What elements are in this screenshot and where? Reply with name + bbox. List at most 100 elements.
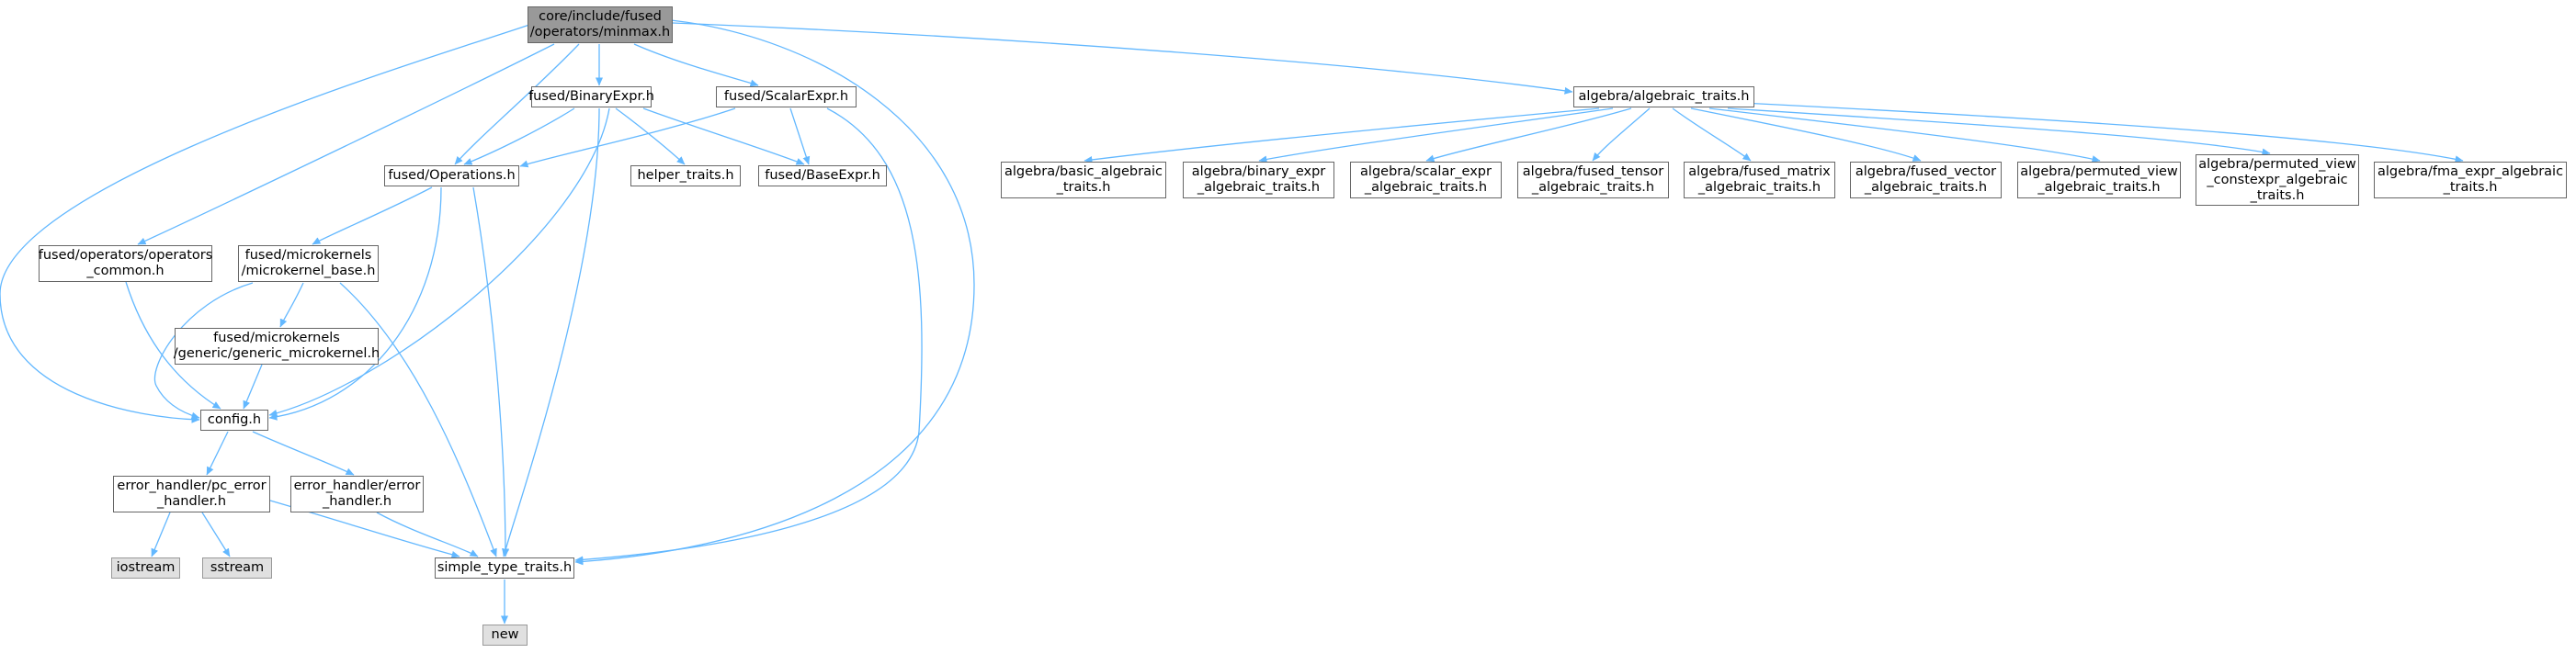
edge-binaryexpr-to-stt [502,107,600,557]
node-error-handler-line-2: _handler.h [322,494,392,509]
node-operations[interactable]: fused/Operations.h [384,165,519,186]
node-scalar-expr-algebraic-traits-line-1: algebra/scalar_expr [1360,164,1492,179]
edge-minmax-to-algtraits [672,22,1573,95]
node-binaryexpr[interactable]: fused/BinaryExpr.h [528,86,654,107]
edge-config-to-pcerr [206,431,229,476]
edge-algtraits-to-matrixalg [1672,107,1752,162]
node-iostream-label: iostream [116,560,176,575]
node-scalarexpr[interactable]: fused/ScalarExpr.h [716,86,857,107]
node-permuted-view-algebraic-traits-line-2: _algebraic_traits.h [2037,180,2161,195]
edge-algtraits-to-basicalg [1084,107,1600,163]
node-operators-common[interactable]: fused/operators/operators _common.h [39,245,212,282]
edge-algtraits-to-binalg [1258,107,1614,163]
node-operators-common-line-2: _common.h [86,264,165,278]
edge-algtraits-to-tensoralg [1592,107,1651,162]
node-pc-error-handler-line-2: _handler.h [156,494,227,509]
node-iostream: iostream [111,557,180,579]
node-fused-matrix-algebraic-traits[interactable]: algebra/fused_matrix _algebraic_traits.h [1684,162,1835,198]
node-binary-expr-algebraic-traits[interactable]: algebra/binary_expr _algebraic_traits.h [1183,162,1334,198]
edge-scalarexpr-to-stt [574,107,923,564]
node-scalar-expr-algebraic-traits-line-2: _algebraic_traits.h [1364,180,1488,195]
edge-binaryexpr-to-config [268,107,610,417]
edge-pcerr-to-sstream [201,512,231,557]
node-basic-algebraic-traits-line-1: algebra/basic_algebraic [1004,164,1163,179]
node-algebraic-traits-label: algebra/algebraic_traits.h [1578,89,1750,104]
node-simple-type-traits[interactable]: simple_type_traits.h [435,557,574,579]
node-fused-matrix-algebraic-traits-line-1: algebra/fused_matrix [1688,164,1831,179]
node-pc-error-handler-line-1: error_handler/pc_error [117,478,267,493]
node-fused-vector-algebraic-traits-line-1: algebra/fused_vector [1855,164,1997,179]
node-pc-error-handler[interactable]: error_handler/pc_error _handler.h [113,476,270,512]
node-microkernel-base-line-2: /microkernel_base.h [241,264,376,278]
node-binary-expr-algebraic-traits-line-1: algebra/binary_expr [1191,164,1326,179]
node-fused-vector-algebraic-traits[interactable]: algebra/fused_vector _algebraic_traits.h [1850,162,2002,198]
node-minmax-line-1: core/include/fused [539,9,662,24]
node-baseexpr-label: fused/BaseExpr.h [765,168,880,183]
edge-algtraits-to-scalalg [1425,107,1632,163]
node-fused-vector-algebraic-traits-line-2: _algebraic_traits.h [1864,180,1988,195]
edge-mkbase-to-mkgeneric [279,282,304,328]
node-scalarexpr-label: fused/ScalarExpr.h [723,89,849,104]
edge-algtraits-to-fmaalg [1741,102,2464,163]
edge-binaryexpr-to-operations [463,107,575,165]
node-minmax-line-2: /operators/minmax.h [529,25,671,39]
node-fused-tensor-algebraic-traits-line-2: _algebraic_traits.h [1531,180,1655,195]
node-new: new [482,625,528,646]
node-config-label: config.h [207,412,262,427]
edge-minmax-to-operations [454,43,580,165]
edge-operations-to-mkbase [312,186,433,245]
edge-mkbase-to-config [153,282,254,420]
node-helper-traits[interactable]: helper_traits.h [630,165,741,186]
edge-config-to-err [252,431,355,476]
node-basic-algebraic-traits-line-2: _traits.h [1056,180,1111,195]
node-scalar-expr-algebraic-traits[interactable]: algebra/scalar_expr _algebraic_traits.h [1350,162,1502,198]
node-config[interactable]: config.h [200,410,268,431]
node-helper-traits-label: helper_traits.h [637,168,734,183]
edge-binaryexpr-to-helper [615,107,686,165]
edge-minmax-to-stt [574,19,975,566]
node-binaryexpr-label: fused/BinaryExpr.h [528,89,654,104]
edge-mkgeneric-to-config [243,364,263,410]
node-permuted-view-constexpr-line-3: _traits.h [2250,187,2305,203]
node-microkernel-base[interactable]: fused/microkernels /microkernel_base.h [238,245,379,282]
node-generic-microkernel-line-1: fused/microkernels [213,331,340,345]
node-minmax: core/include/fused /operators/minmax.h [528,6,673,43]
node-operators-common-line-1: fused/operators/operators [38,248,213,263]
node-basic-algebraic-traits[interactable]: algebra/basic_algebraic _traits.h [1001,162,1166,198]
node-permuted-view-algebraic-traits-line-1: algebra/permuted_view [2020,164,2178,179]
node-baseexpr[interactable]: fused/BaseExpr.h [758,165,887,186]
node-generic-microkernel[interactable]: fused/microkernels /generic/generic_micr… [173,328,380,365]
node-sstream-label: sstream [210,560,265,575]
edge-scalarexpr-to-operations [519,107,736,168]
node-permuted-view-constexpr-algebraic-traits[interactable]: algebra/permuted_view _constexpr_algebra… [2196,154,2359,206]
node-fma-expr-algebraic-traits[interactable]: algebra/fma_expr_algebraic _traits.h [2374,162,2567,198]
edge-minmax-to-config [0,24,530,423]
node-fused-tensor-algebraic-traits[interactable]: algebra/fused_tensor _algebraic_traits.h [1517,162,1669,198]
node-fma-expr-algebraic-traits-line-2: _traits.h [2443,180,2498,195]
node-algebraic-traits[interactable]: algebra/algebraic_traits.h [1573,86,1754,107]
node-sstream: sstream [202,557,272,579]
edge-minmax-to-scalarexpr [633,43,759,87]
edge-minmax-to-opcommon [137,43,555,245]
edge-algtraits-to-vectoralg [1690,107,1922,162]
edge-scalarexpr-to-baseexpr [789,107,811,165]
edge-algtraits-to-permconstalg [1727,107,2271,156]
edge-algtraits-to-permalg [1708,107,2101,163]
edge-operations-to-stt [472,186,509,557]
node-microkernel-base-line-1: fused/microkernels [244,248,372,263]
node-simple-type-traits-label: simple_type_traits.h [437,560,573,575]
edge-binaryexpr-to-baseexpr [642,107,805,165]
edge-err-to-stt [376,512,479,557]
node-generic-microkernel-line-2: /generic/generic_microkernel.h [173,346,380,361]
node-operations-label: fused/Operations.h [388,168,516,183]
edge-pcerr-to-iostream [151,512,171,557]
node-permuted-view-constexpr-line-2: _constexpr_algebraic [2207,172,2348,187]
node-fused-matrix-algebraic-traits-line-2: _algebraic_traits.h [1697,180,1821,195]
node-fused-tensor-algebraic-traits-line-1: algebra/fused_tensor [1522,164,1664,179]
node-error-handler[interactable]: error_handler/error _handler.h [290,476,424,512]
node-permuted-view-algebraic-traits[interactable]: algebra/permuted_view _algebraic_traits.… [2017,162,2181,198]
edge-operations-to-config [268,186,442,421]
edge-opcommon-to-config [125,281,221,410]
